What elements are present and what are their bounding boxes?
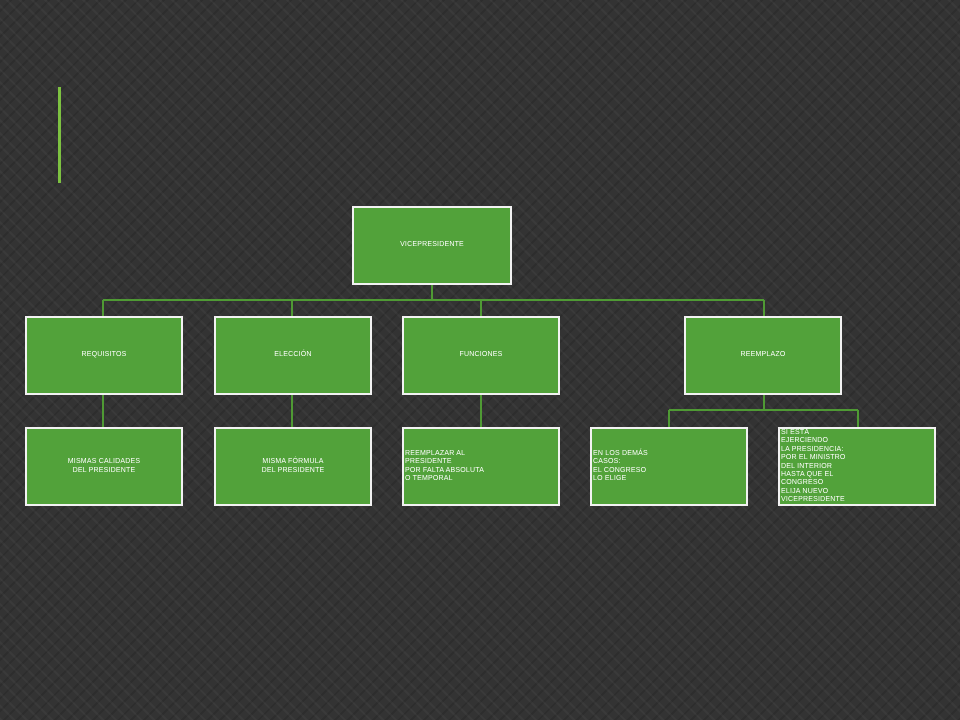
node-reemplazo-label: REEMPLAZO [740,351,786,359]
node-funciones-label: FUNCIONES [459,351,503,359]
node-requisitos: REQUISITOS [25,316,183,395]
node-requisitos-detail-text: MISMAS CALIDADES DEL PRESIDENTE [67,458,141,474]
node-reemplazo-detail-2-text: SI ESTÁ EJERCIENDO LA PRESIDENCIA: POR E… [781,429,846,504]
connector-reemplazo-to-children [668,394,859,429]
node-eleccion-label: ELECCIÓN [274,351,312,359]
node-funciones-detail: REEMPLAZAR AL PRESIDENTE POR FALTA ABSOL… [402,427,560,506]
node-reemplazo-detail-1: EN LOS DEMÁS CASOS: EL CONGRESO LO ELIGE [590,427,748,506]
node-vicepresidente-label: VICEPRESIDENTE [400,241,464,249]
connector-root-to-level1 [102,284,765,318]
node-requisitos-detail: MISMAS CALIDADES DEL PRESIDENTE [25,427,183,506]
node-vicepresidente: VICEPRESIDENTE [352,206,512,285]
node-eleccion: ELECCIÓN [214,316,372,395]
node-requisitos-label: REQUISITOS [81,351,127,359]
node-funciones-detail-text: REEMPLAZAR AL PRESIDENTE POR FALTA ABSOL… [405,449,485,482]
node-reemplazo: REEMPLAZO [684,316,842,395]
node-reemplazo-detail-1-text: EN LOS DEMÁS CASOS: EL CONGRESO LO ELIGE [593,449,648,482]
accent-bar [58,87,61,183]
node-eleccion-detail: MISMA FÓRMULA DEL PRESIDENTE [214,427,372,506]
node-eleccion-detail-text: MISMA FÓRMULA DEL PRESIDENTE [261,458,325,474]
node-reemplazo-detail-2: SI ESTÁ EJERCIENDO LA PRESIDENCIA: POR E… [778,427,936,506]
node-funciones: FUNCIONES [402,316,560,395]
